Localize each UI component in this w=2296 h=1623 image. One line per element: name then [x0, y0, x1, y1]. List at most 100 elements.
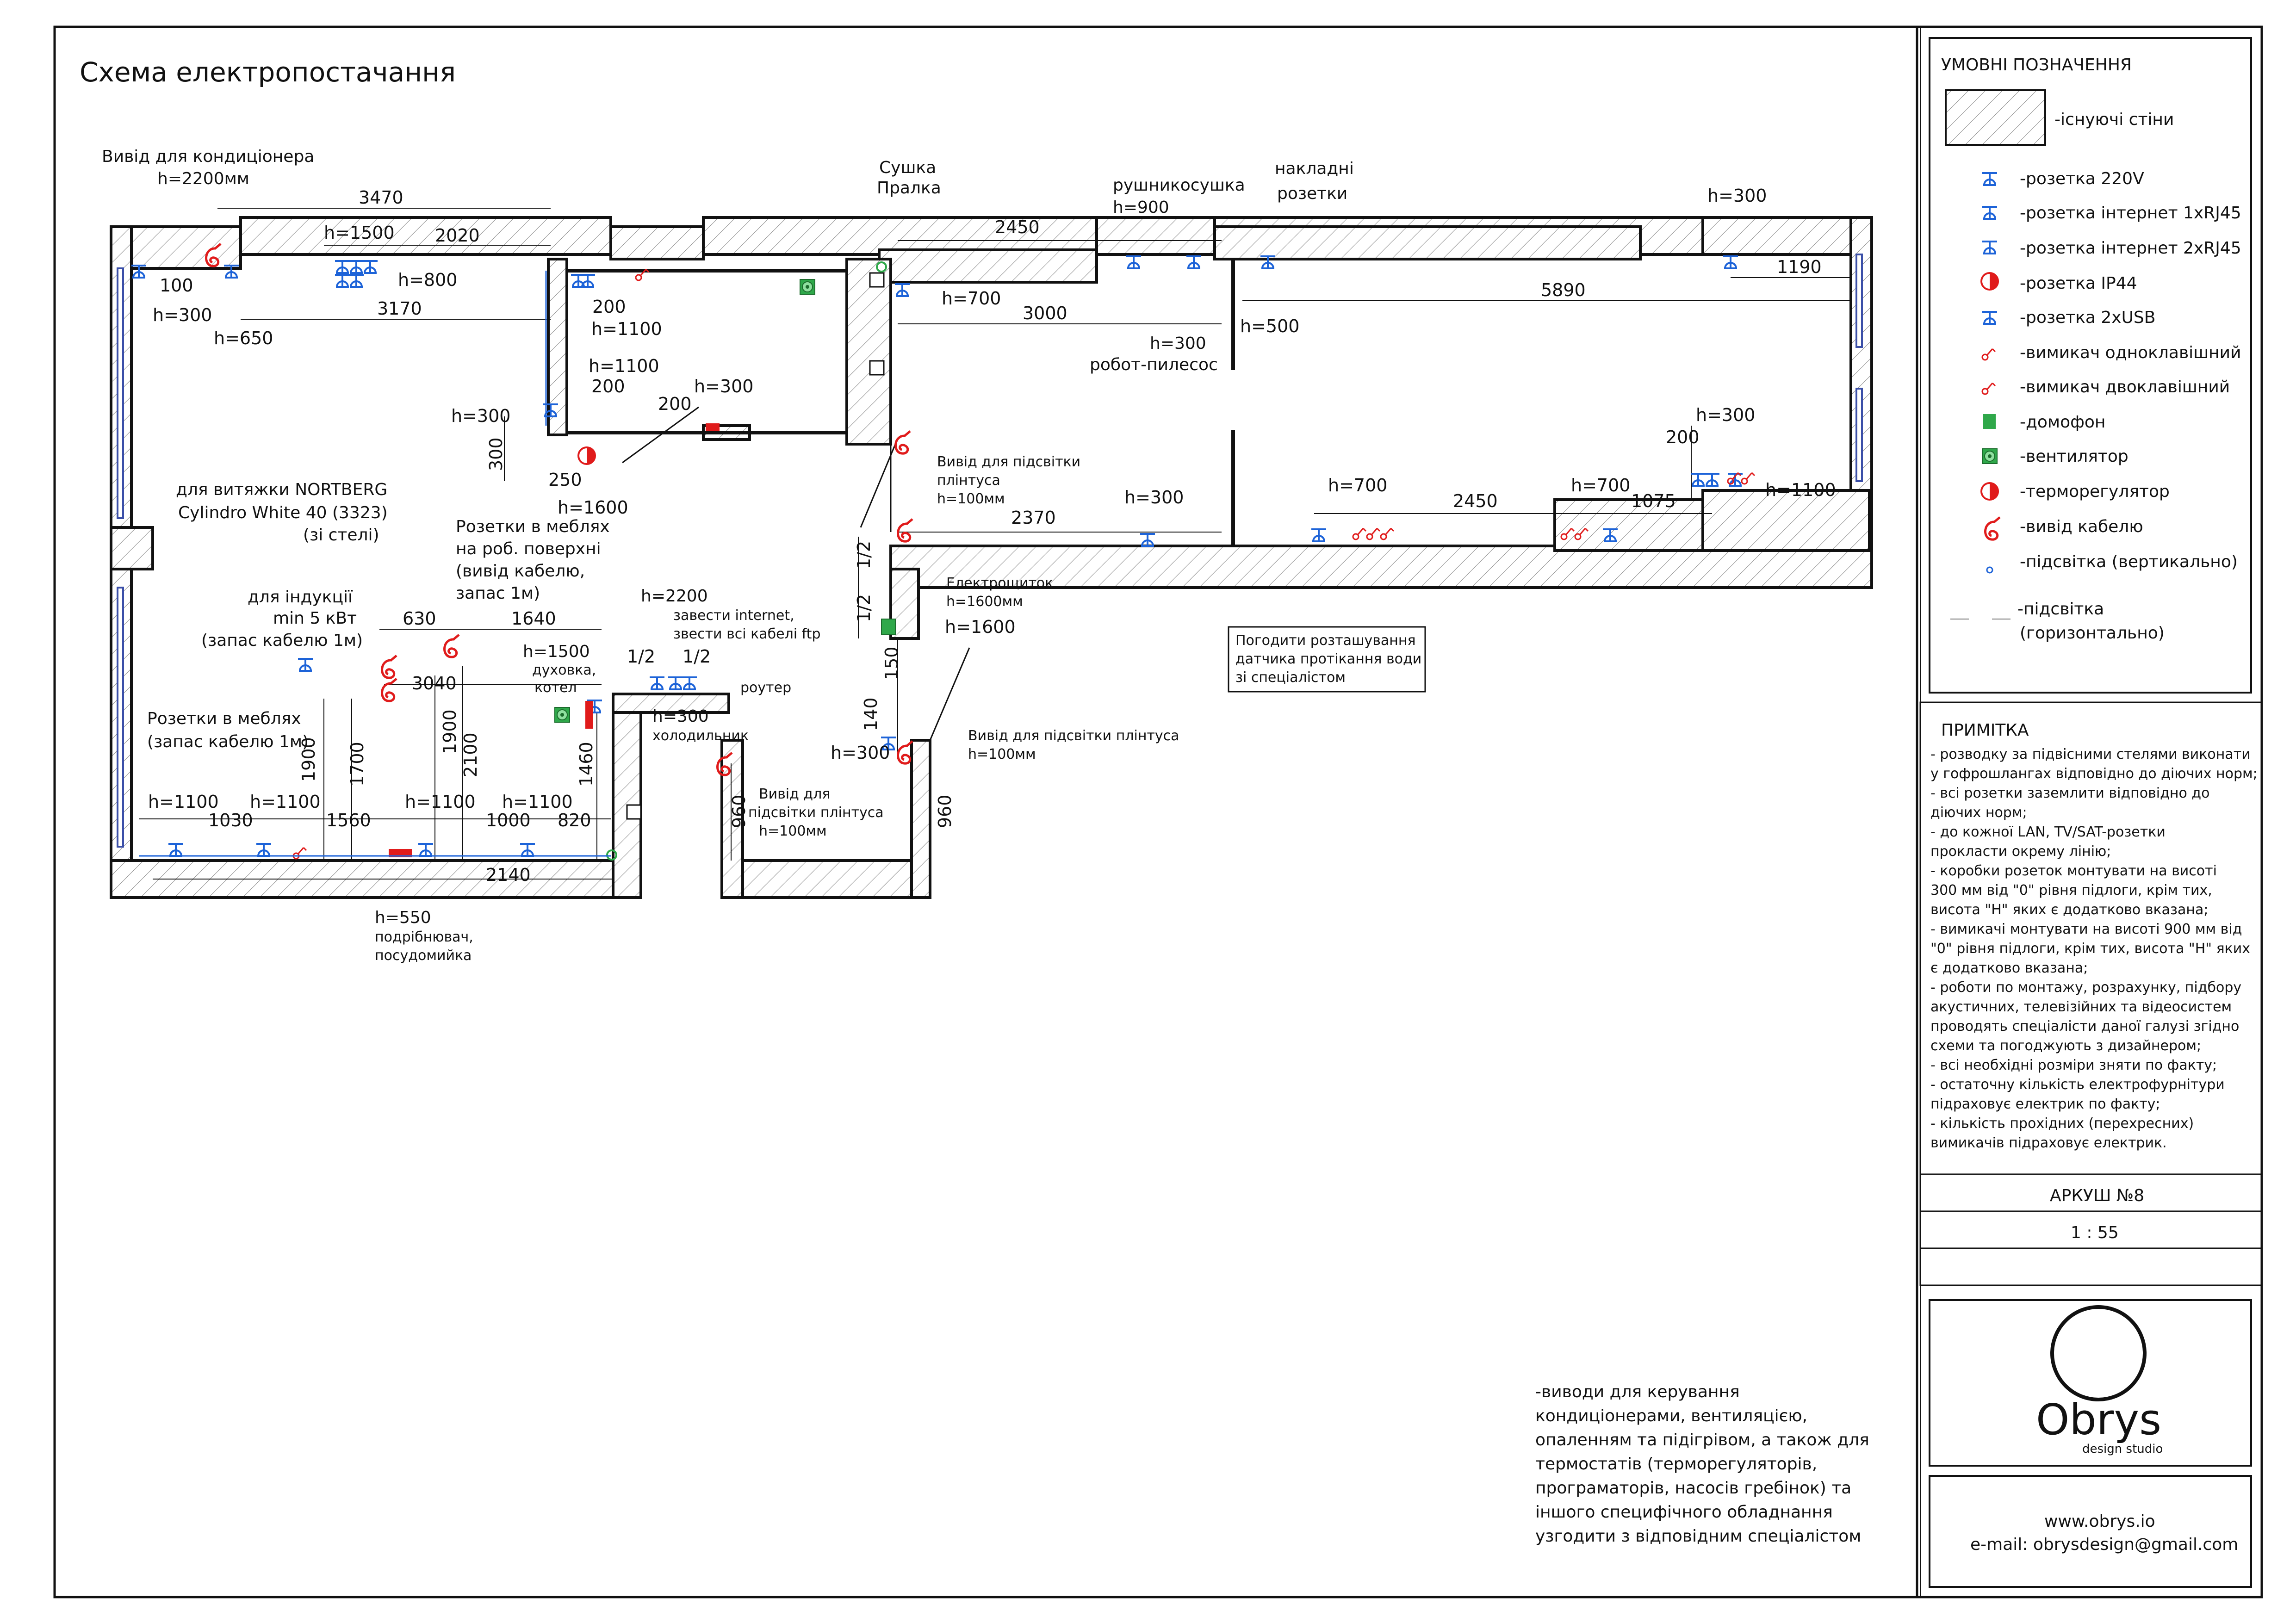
dimension-values: 3470 2020 h=1500 h=800 3170 100 h=300 h=…: [148, 186, 1836, 885]
svg-text:(запас кабелю 1м): (запас кабелю 1м): [147, 732, 309, 751]
svg-text:(зі стелі): (зі стелі): [303, 526, 379, 545]
hatched-wall-icon: [1945, 89, 2046, 146]
svg-text:960: 960: [729, 794, 749, 828]
svg-text:-розетка 2xUSB: -розетка 2xUSB: [2020, 308, 2155, 327]
svg-text:Сушка: Сушка: [879, 158, 936, 177]
svg-text:1000: 1000: [486, 810, 531, 830]
svg-text:3470: 3470: [359, 187, 403, 208]
svg-text:200: 200: [658, 394, 692, 414]
svg-text:-підсвітка (вертикально): -підсвітка (вертикально): [2020, 552, 2238, 571]
svg-text:h=1600: h=1600: [558, 497, 628, 518]
svg-text:- всі розетки заземлити відпов: - всі розетки заземлити відповідно до: [1930, 785, 2210, 801]
svg-text:ПРИМІТКА: ПРИМІТКА: [1941, 721, 2029, 740]
svg-text:звести всі кабелі ftp: звести всі кабелі ftp: [673, 626, 821, 642]
svg-text:h=1100: h=1100: [589, 356, 659, 376]
thermostat-icon: [1980, 482, 1999, 501]
socket-usb-icon: [1981, 311, 1998, 325]
svg-text:min 5 кВт: min 5 кВт: [273, 609, 357, 628]
svg-text:узгодити з відповідним спеціал: узгодити з відповідним спеціалістом: [1535, 1527, 1861, 1546]
light-vertical-icon: [1986, 566, 1993, 574]
svg-text:250: 250: [548, 470, 582, 490]
svg-text:1075: 1075: [1631, 491, 1676, 511]
svg-text:Пралка: Пралка: [877, 179, 941, 198]
svg-text:h=300: h=300: [652, 707, 709, 726]
svg-text:"0" рівня підлоги, крім тих, в: "0" рівня підлоги, крім тих, висота "Н" …: [1930, 941, 2250, 957]
svg-text:Електрощиток: Електрощиток: [946, 575, 1053, 591]
svg-text:2140: 2140: [486, 865, 531, 885]
svg-text:робот-пилесос: робот-пилесос: [1090, 355, 1218, 374]
svg-text:h=1500: h=1500: [324, 223, 395, 243]
svg-text:100: 100: [160, 275, 193, 296]
svg-text:2450: 2450: [1453, 491, 1498, 511]
svg-text:Розетки в меблях: Розетки в меблях: [456, 517, 610, 536]
svg-text:- вимикачі монтувати на висоті: - вимикачі монтувати на висоті 900 мм ві…: [1930, 921, 2242, 937]
svg-text:Вивід для підсвітки плінтуса: Вивід для підсвітки плінтуса: [968, 728, 1179, 744]
svg-text:www.obrys.io: www.obrys.io: [2044, 1512, 2155, 1531]
svg-text:рушникосушка: рушникосушка: [1113, 176, 1245, 195]
svg-text:- кількість прохідних (перехре: - кількість прохідних (перехресних): [1930, 1115, 2194, 1132]
svg-text:140: 140: [861, 697, 881, 731]
svg-text:опаленням та підігрівом, а так: опаленням та підігрівом, а також для: [1535, 1431, 1869, 1450]
svg-text:для витяжки NORTBERG: для витяжки NORTBERG: [176, 480, 387, 499]
svg-text:на роб. поверхні: на роб. поверхні: [456, 539, 601, 558]
svg-text:-розетка 220V: -розетка 220V: [2020, 169, 2144, 188]
svg-text:design studio: design studio: [2082, 1442, 2163, 1456]
svg-text:діючих норм;: діючих норм;: [1930, 805, 2027, 821]
svg-text:-терморегулятор: -терморегулятор: [2020, 482, 2170, 501]
svg-text:Obrys: Obrys: [2036, 1395, 2161, 1444]
svg-text:200: 200: [591, 376, 625, 396]
fan-icon: [1982, 448, 1998, 464]
contacts-block: www.obrys.io e-mail: obrysdesign@gmail.c…: [1929, 1475, 2252, 1588]
svg-text:-вимикач одноклавішний: -вимикач одноклавішний: [2020, 343, 2241, 362]
svg-text:-розетка інтернет 2xRJ45: -розетка інтернет 2xRJ45: [2020, 239, 2241, 258]
svg-text:200: 200: [592, 297, 626, 317]
svg-text:960: 960: [935, 794, 955, 828]
svg-text:для індукції: для індукції: [248, 588, 353, 607]
interior-lines: [567, 259, 1235, 820]
svg-text:1640: 1640: [511, 608, 556, 629]
svg-text:1 : 55: 1 : 55: [2071, 1223, 2119, 1242]
svg-text:-вентилятор: -вентилятор: [2020, 447, 2128, 466]
svg-text:1700: 1700: [347, 742, 367, 787]
svg-text:h=1100: h=1100: [502, 792, 573, 812]
logo-block: Obrys design studio: [1929, 1299, 2252, 1467]
svg-text:h=800: h=800: [398, 270, 457, 290]
svg-text:Погодити розташування: Погодити розташування: [1235, 632, 1416, 649]
svg-text:1/2: 1/2: [627, 646, 655, 667]
svg-text:плінтуса: плінтуса: [937, 472, 1000, 489]
socket-220v-icon: [1981, 172, 1998, 186]
svg-text:є додатково вказана;: є додатково вказана;: [1930, 960, 2088, 976]
svg-text:1/2: 1/2: [683, 646, 711, 667]
svg-text:(запас кабелю 1м): (запас кабелю 1м): [201, 631, 363, 650]
svg-text:2370: 2370: [1011, 508, 1056, 528]
svg-text:1900: 1900: [440, 709, 460, 754]
svg-text:- розводку за підвісними стеля: - розводку за підвісними стелями виконат…: [1930, 746, 2251, 762]
svg-text:h=1100: h=1100: [591, 319, 662, 339]
svg-text:h=300: h=300: [694, 376, 753, 396]
svg-text:завести internet,: завести internet,: [673, 607, 794, 624]
svg-text:1/2: 1/2: [854, 594, 874, 622]
svg-text:h=1500: h=1500: [523, 642, 590, 661]
svg-text:h=1100: h=1100: [250, 792, 321, 812]
svg-text:- коробки розеток монтувати на: - коробки розеток монтувати на висоті: [1930, 863, 2217, 879]
svg-text:-існуючі стіни: -існуючі стіни: [2054, 110, 2174, 129]
svg-text:Вивід для: Вивід для: [759, 786, 830, 802]
switch-single-icon: [1981, 348, 1996, 361]
svg-text:1460: 1460: [576, 742, 596, 787]
svg-text:h=1600: h=1600: [945, 617, 1016, 637]
svg-text:АРКУШ №8: АРКУШ №8: [2050, 1186, 2144, 1205]
socket-rj45-icon: [1981, 206, 1998, 220]
svg-text:h=700: h=700: [1328, 475, 1387, 496]
svg-text:e-mail: obrysdesign@gmail.com: e-mail: obrysdesign@gmail.com: [1970, 1535, 2238, 1554]
svg-text:200: 200: [1666, 427, 1700, 447]
svg-text:3040: 3040: [412, 673, 457, 694]
svg-text:h=300: h=300: [1696, 405, 1755, 425]
svg-text:Вивід для кондиціонера: Вивід для кондиціонера: [102, 147, 314, 166]
svg-text:1/2: 1/2: [854, 541, 874, 569]
svg-text:вимикачів підраховує електрик.: вимикачів підраховує електрик.: [1930, 1135, 2167, 1151]
svg-text:-домофон: -домофон: [2020, 413, 2105, 432]
svg-text:-вимикач двоклавішний: -вимикач двоклавішний: [2020, 378, 2230, 396]
svg-text:h=900: h=900: [1113, 198, 1169, 217]
svg-text:підсвітки плінтуса: підсвітки плінтуса: [748, 805, 884, 821]
svg-text:- всі необхідні розміри зняти: - всі необхідні розміри зняти по факту;: [1930, 1057, 2217, 1073]
